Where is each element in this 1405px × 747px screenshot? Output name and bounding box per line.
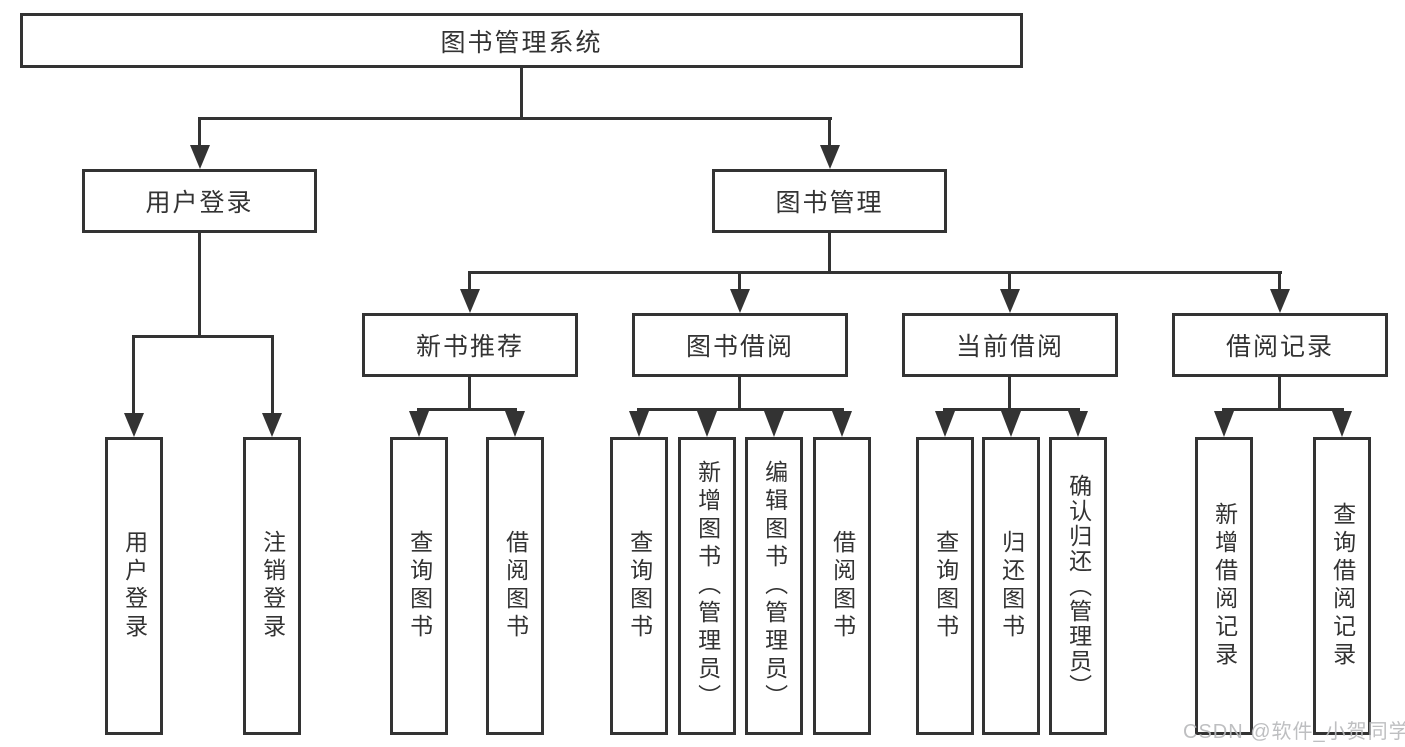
node-borrowing-records-label: 借阅记录	[1225, 333, 1334, 361]
connector-stem	[132, 335, 135, 413]
node-leaf-borrow-book-recommend: 借阅图书	[486, 437, 544, 735]
node-leaf-borrow-book-borrowing: 借阅图书	[813, 437, 871, 735]
arrowhead-down	[697, 411, 717, 437]
arrowhead-down	[935, 411, 955, 437]
node-leaf-add-borrow-record-label: 新增借阅记录	[1211, 502, 1238, 670]
connector-stem	[198, 233, 201, 338]
node-leaf-logout: 注销登录	[243, 437, 301, 735]
connector-stem	[468, 377, 471, 411]
connector-hline	[417, 408, 517, 411]
node-leaf-query-book-current: 查询图书	[916, 437, 974, 735]
arrowhead-down	[1270, 289, 1290, 313]
connector-hline	[1222, 408, 1344, 411]
node-book-management: 图书管理	[712, 169, 947, 233]
connector-hline	[132, 335, 274, 338]
node-user-login: 用户登录	[82, 169, 317, 233]
connector-stem	[468, 271, 471, 289]
node-leaf-add-borrow-record: 新增借阅记录	[1195, 437, 1253, 735]
arrowhead-down	[190, 145, 210, 169]
arrowhead-down	[262, 413, 282, 437]
node-leaf-query-book-borrowing: 查询图书	[610, 437, 668, 735]
node-root: 图书管理系统	[20, 13, 1023, 68]
node-new-book-recommend: 新书推荐	[362, 313, 578, 377]
connector-hline	[468, 271, 1282, 274]
node-leaf-confirm-return: 确认归还（管理员）	[1049, 437, 1107, 735]
connector-stem	[1278, 271, 1281, 289]
node-leaf-query-borrow-record: 查询借阅记录	[1313, 437, 1371, 735]
connector-hline	[637, 408, 844, 411]
node-leaf-return-book-label: 归还图书	[998, 530, 1025, 642]
arrowhead-down	[832, 411, 852, 437]
connector-stem	[1008, 377, 1011, 411]
connector-stem	[1278, 377, 1281, 411]
arrowhead-down	[505, 411, 525, 437]
arrowhead-down	[1068, 411, 1088, 437]
node-leaf-query-book-borrowing-label: 查询图书	[626, 530, 653, 642]
connector-stem	[520, 68, 523, 120]
node-current-borrowing: 当前借阅	[902, 313, 1118, 377]
node-leaf-query-book-recommend: 查询图书	[390, 437, 448, 735]
arrowhead-down	[409, 411, 429, 437]
connector-stem	[1008, 271, 1011, 289]
node-leaf-edit-book-label: 编辑图书（管理员）	[761, 460, 788, 712]
arrowhead-down	[1214, 411, 1234, 437]
node-new-book-recommend-label: 新书推荐	[415, 333, 524, 361]
node-leaf-user-login: 用户登录	[105, 437, 163, 735]
connector-hline	[198, 117, 832, 120]
connector-stem	[738, 377, 741, 411]
arrowhead-down	[1332, 411, 1352, 437]
arrowhead-down	[820, 145, 840, 169]
arrowhead-down	[124, 413, 144, 437]
arrowhead-down	[629, 411, 649, 437]
node-borrowing-records: 借阅记录	[1172, 313, 1388, 377]
connector-stem	[828, 233, 831, 273]
connector-stem	[271, 335, 274, 413]
arrowhead-down	[764, 411, 784, 437]
connector-hline	[943, 408, 1080, 411]
node-user-login-label: 用户登录	[145, 189, 254, 217]
arrowhead-down	[1001, 411, 1021, 437]
node-book-borrowing: 图书借阅	[632, 313, 848, 377]
connector-stem	[828, 117, 831, 145]
node-book-management-label: 图书管理	[775, 189, 884, 217]
node-leaf-logout-label: 注销登录	[259, 530, 286, 642]
arrowhead-down	[1000, 289, 1020, 313]
node-leaf-add-book: 新增图书（管理员）	[678, 437, 736, 735]
arrowhead-down	[460, 289, 480, 313]
node-current-borrowing-label: 当前借阅	[955, 333, 1064, 361]
node-leaf-borrow-book-borrowing-label: 借阅图书	[829, 530, 856, 642]
node-leaf-edit-book: 编辑图书（管理员）	[745, 437, 803, 735]
node-leaf-query-book-recommend-label: 查询图书	[406, 530, 433, 642]
node-leaf-confirm-return-label: 确认归还（管理员）	[1065, 473, 1092, 699]
node-root-label: 图书管理系统	[440, 28, 603, 57]
node-leaf-borrow-book-recommend-label: 借阅图书	[502, 530, 529, 642]
node-leaf-return-book: 归还图书	[982, 437, 1040, 735]
node-book-borrowing-label: 图书借阅	[685, 333, 794, 361]
watermark-text: CSDN @软件_小贺同学	[1183, 721, 1405, 743]
node-leaf-add-book-label: 新增图书（管理员）	[694, 460, 721, 712]
node-leaf-query-book-current-label: 查询图书	[932, 530, 959, 642]
connector-stem	[738, 271, 741, 289]
node-leaf-user-login-label: 用户登录	[121, 530, 148, 642]
node-leaf-query-borrow-record-label: 查询借阅记录	[1329, 502, 1356, 670]
connector-stem	[198, 117, 201, 145]
arrowhead-down	[730, 289, 750, 313]
